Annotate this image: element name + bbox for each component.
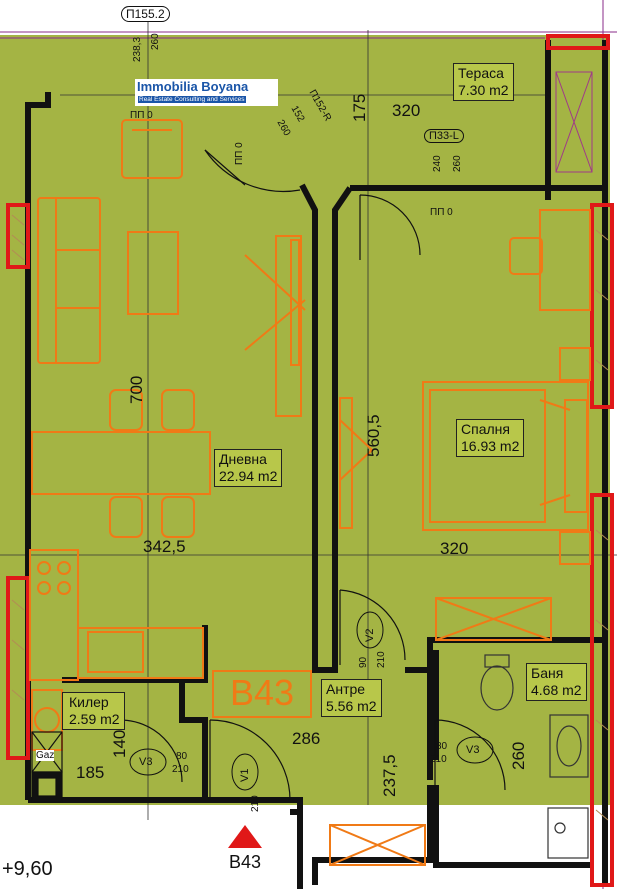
dim-bath-depth: 260 [509,741,528,770]
brand-logo: Immobilia Boyana Real Estate Consulting … [135,79,278,106]
room-area: 2.59 m2 [69,711,120,727]
door-v3-bath: V3 [466,744,480,756]
dim-bedroom-width: 320 [440,539,469,558]
opening-p155: П155.2 [121,6,170,22]
room-label-living: Дневна 22.94 m2 [214,449,283,487]
dim-terrace-width: 320 [392,101,421,120]
walls [25,40,608,889]
terrace-window [555,71,593,173]
furniture [29,119,591,866]
room-name: Килер [69,694,109,710]
dim-hall-width: 286 [292,729,321,748]
dim-living-width: 342,5 [143,537,186,556]
dim-living-depth: 700 [127,375,146,404]
elevation-label: +9,60 [2,858,53,880]
opening-p155-h1: 238,3 [132,36,143,62]
room-area: 4.68 m2 [531,682,582,698]
door-v3-bath-w: 80 [436,741,448,752]
door-v2-h: 210 [376,651,387,668]
room-name: Спалня [461,421,510,437]
door-v3-closet-w: 80 [176,751,188,762]
bathroom-fixtures [480,654,589,859]
entrance-marker [228,825,262,848]
dim-closet-depth: 140 [110,729,129,758]
door-v1: V1 [239,768,251,782]
door-v2-w: 90 [358,656,369,668]
dim-terrace-depth: 175 [350,93,369,122]
dim-closet-width: 185 [76,763,105,782]
dim-hall-depth: 237,5 [380,754,399,797]
opening-p33-h: 260 [452,155,463,172]
room-area: 7.30 m2 [458,82,509,98]
opening-p33: П33-L [424,129,464,143]
door-v3-closet: V3 [139,756,153,768]
entrance-label: B43 [229,852,262,872]
room-label-bedroom: Спалня 16.93 m2 [456,419,525,457]
room-area: 5.56 m2 [326,698,377,714]
door-v2: V2 [364,628,376,642]
gas-label: Gaz [36,750,55,761]
column-hatch [11,214,609,821]
opening-pp0-terrace: ПП 0 [234,142,245,165]
dim-bedroom-depth: 560,5 [364,414,383,457]
door-v3-closet-h: 210 [172,764,189,775]
structural-columns [6,34,614,887]
room-area: 22.94 m2 [219,468,278,484]
door-swings [119,149,506,801]
room-name: Тераса [458,65,504,81]
unit-code: B43 [212,670,312,718]
room-name: Баня [531,665,564,681]
logo-tagline: Real Estate Consulting and Services [138,96,246,103]
room-label-closet: Килер 2.59 m2 [62,692,125,730]
opening-pp0-bedroom: ПП 0 [430,207,453,218]
room-area: 16.93 m2 [461,438,520,454]
room-label-bathroom: Баня 4.68 m2 [526,663,587,701]
door-v3-bath-h: 210 [430,754,447,765]
opening-pp0-living: ПП 0 [130,110,153,121]
room-label-terrace: Тераса 7.30 m2 [453,63,514,101]
room-label-hall: Антре 5.56 m2 [321,679,382,717]
opening-p155-h2: 260 [150,33,161,50]
room-name: Дневна [219,451,267,467]
opening-p33-w: 240 [432,155,443,172]
room-name: Антре [326,681,366,697]
logo-name: Immobilia Boyana [137,79,249,94]
door-tags [129,611,494,791]
door-v1-h: 210 [250,795,261,812]
